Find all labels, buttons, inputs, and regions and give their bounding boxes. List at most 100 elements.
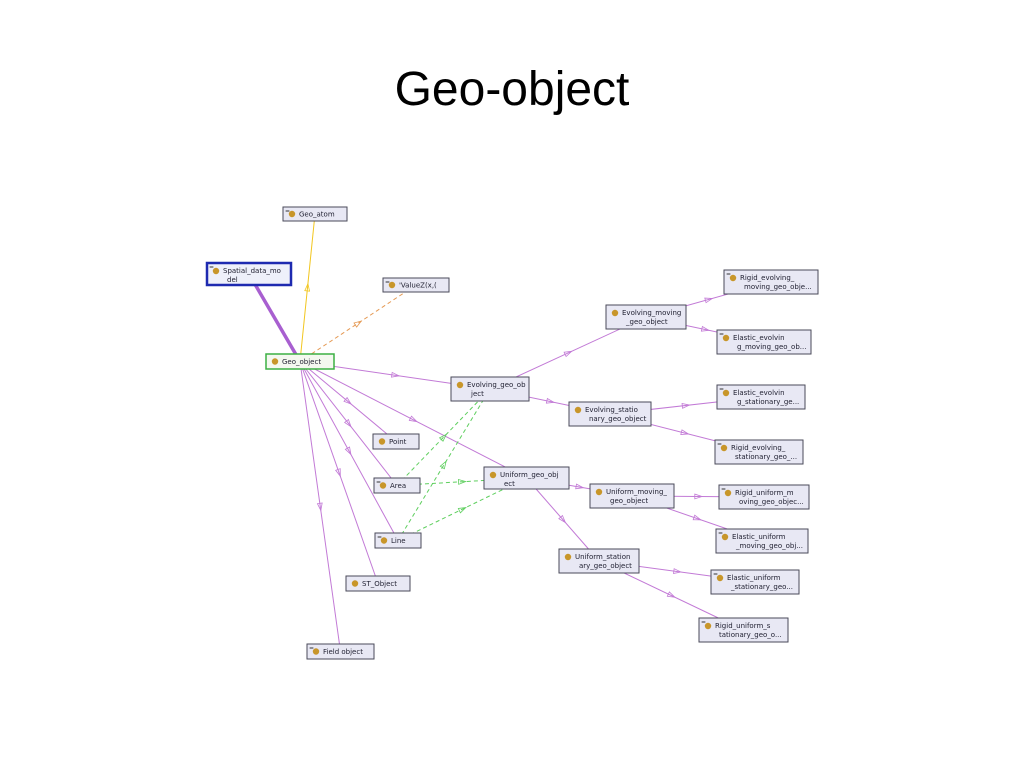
node-rigid-uniform-stationary[interactable]: =Rigid_uniform_stationary_geo_o... [698, 617, 789, 643]
node-uniform-moving-geo-object[interactable]: Uniform_moving_geo_object [589, 483, 675, 509]
node-label: ject [470, 390, 484, 398]
edge-arrowhead [335, 468, 341, 478]
node-marker: = [721, 486, 726, 493]
node-point[interactable]: Point [372, 433, 420, 450]
node-elastic-evolving-moving[interactable]: =Elastic_evolving_moving_geo_ob... [716, 329, 812, 355]
node-label: _geo_object [625, 318, 668, 326]
node-marker: = [701, 619, 706, 626]
node-elastic-evolving-stationary[interactable]: =Elastic_evolving_stationary_ge... [716, 384, 806, 410]
node-box [714, 439, 804, 465]
edge-arrowhead [558, 514, 567, 524]
edge-arrowhead [304, 282, 311, 292]
node-rigid-evolving-moving[interactable]: =Rigid_evolving_moving_geo_obje... [723, 269, 819, 295]
node-marker: = [309, 645, 314, 652]
node-label: Uniform_geo_obj [500, 471, 559, 479]
node-box [372, 433, 420, 450]
node-evolving-geo-object[interactable]: Evolving_geo_object [450, 376, 530, 402]
node-label: Geo_object [282, 358, 321, 366]
node-box [718, 484, 810, 510]
class-dot-icon [388, 281, 396, 289]
node-marker: = [726, 271, 731, 278]
edge-geo-object-to-area [299, 361, 398, 486]
node-evolving-stationary-geo-object[interactable]: Evolving_stationary_geo_object [568, 401, 652, 427]
edge-geo-object-to-field-object [299, 361, 341, 652]
edge-arrowhead [343, 418, 352, 428]
node-valuez[interactable]: ='ValueZ(x,( [382, 277, 450, 293]
class-dot-icon [489, 471, 497, 479]
node-box [605, 304, 687, 330]
node-box [282, 206, 348, 222]
node-box [374, 532, 422, 549]
edges-layer [247, 213, 772, 652]
class-dot-icon [720, 444, 728, 452]
edge-arrowhead [545, 397, 556, 404]
edge-arrowhead [694, 493, 704, 500]
node-label: Rigid_uniform_m [735, 489, 794, 497]
edge-arrowhead [344, 446, 352, 456]
node-label: Rigid_evolving_ [731, 444, 786, 452]
node-geo-atom[interactable]: =Geo_atom [282, 206, 348, 222]
node-line[interactable]: =Line [374, 532, 422, 549]
class-dot-icon [351, 580, 359, 587]
edge-arrowhead [575, 483, 585, 490]
class-dot-icon [704, 622, 712, 630]
node-label: Geo_atom [299, 211, 335, 219]
node-elastic-uniform-stationary[interactable]: =Elastic_uniform_stationary_geo... [710, 569, 800, 595]
node-uniform-geo-object[interactable]: Uniform_geo_object [483, 466, 570, 490]
class-dot-icon [378, 438, 386, 445]
node-box [373, 477, 421, 494]
node-st-object[interactable]: ST_Object [345, 575, 411, 592]
node-label: _stationary_geo... [730, 583, 793, 591]
edge-arrowhead [439, 460, 447, 470]
node-marker: = [713, 571, 718, 578]
class-dot-icon [722, 334, 730, 342]
node-field-object[interactable]: =Field object [306, 643, 375, 660]
class-dot-icon [721, 533, 729, 541]
edge-arrowhead [700, 325, 711, 332]
edge-geo-object-to-valuez [299, 284, 417, 362]
node-label: del [227, 276, 238, 284]
edge-geo-object-to-spatial-data-model [247, 273, 302, 363]
node-rigid-uniform-moving[interactable]: =Rigid_uniform_moving_geo_objec... [718, 484, 810, 510]
edge-geo-object-to-st-object [299, 361, 379, 584]
node-uniform-stationary-geo-object[interactable]: Uniform_stationary_geo_object [558, 548, 640, 574]
class-dot-icon [724, 489, 732, 497]
edge-arrowhead [666, 591, 677, 598]
edge-arrowhead [680, 429, 690, 435]
node-label: Uniform_moving_ [606, 488, 667, 496]
class-dot-icon [722, 389, 730, 397]
edge-arrowhead [343, 396, 353, 405]
edge-geo-object-to-geo-atom [299, 213, 316, 362]
edge-geo-object-to-point [299, 361, 397, 442]
node-area[interactable]: =Area [373, 477, 421, 494]
class-dot-icon [456, 381, 464, 389]
node-geo-object[interactable]: Geo_object [265, 353, 335, 370]
node-label: tationary_geo_o... [719, 631, 782, 639]
class-dot-icon [574, 406, 582, 414]
node-marker: = [209, 264, 214, 271]
node-elastic-uniform-moving[interactable]: =Elastic_uniform_moving_geo_obj... [715, 528, 809, 554]
class-dot-icon [380, 537, 388, 544]
node-box [345, 575, 411, 592]
edge-arrowhead [681, 402, 691, 409]
node-box [382, 277, 450, 293]
edge-line-to-evolving-geo-object [397, 388, 491, 541]
edge-arrowhead [408, 415, 418, 423]
node-marker: = [719, 331, 724, 338]
node-label: Line [391, 537, 406, 545]
node-label: g_moving_geo_ob... [737, 343, 806, 351]
node-box [716, 329, 812, 355]
edge-arrowhead [563, 350, 573, 358]
node-rigid-evolving-stationary[interactable]: =Rigid_evolving_stationary_geo_... [714, 439, 804, 465]
class-dot-icon [716, 574, 724, 582]
class-dot-icon [729, 274, 737, 282]
nodes-layer: =Geo_atom=Spatial_data_model='ValueZ(x,(… [205, 206, 819, 660]
node-label: Point [389, 438, 407, 446]
node-box [265, 353, 335, 370]
node-label: Evolving_moving [622, 309, 681, 317]
node-label: nary_geo_object [589, 415, 647, 423]
node-evolving-moving-geo-object[interactable]: Evolving_moving_geo_object [605, 304, 687, 330]
node-box [723, 269, 819, 295]
